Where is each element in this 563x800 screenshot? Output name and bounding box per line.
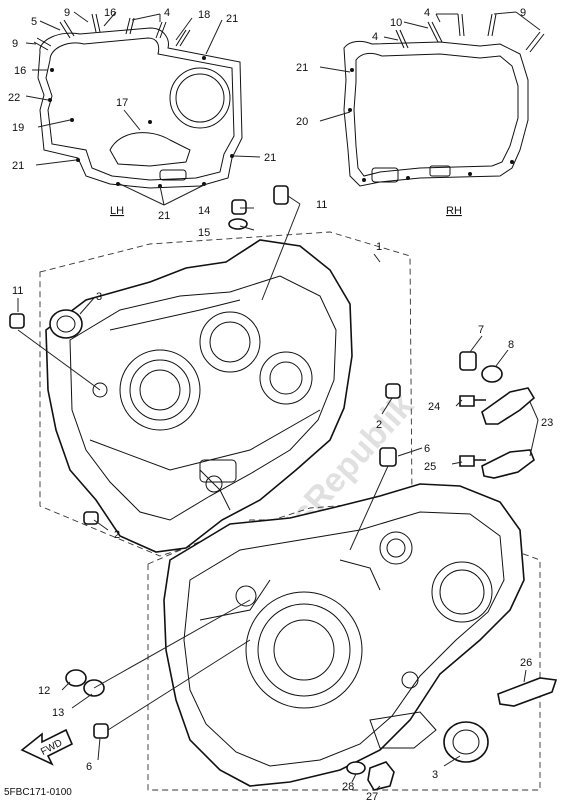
callout-6: 6: [424, 443, 430, 455]
callout-2: 2: [114, 529, 120, 541]
callout-18: 18: [198, 9, 210, 21]
callout-17: 17: [116, 97, 128, 109]
callout-11: 11: [316, 199, 327, 211]
callout-19: 19: [12, 122, 24, 134]
lh-view-label: LH: [110, 205, 124, 217]
callout-2: 2: [376, 419, 382, 431]
dowel-pin-7: [459, 351, 477, 371]
callout-25: 25: [424, 461, 436, 473]
dowel-pin-6: [379, 447, 397, 467]
dowel-pin-11-left: [9, 313, 25, 329]
callout-labels: 5 9 16 4 18 21 9 16 22 17 19 21 21 21 4 …: [8, 7, 553, 800]
dowel-pin-2: [385, 383, 401, 399]
callout-21: 21: [226, 13, 238, 25]
dowel-pin-14: [231, 199, 247, 215]
part-12: [65, 669, 87, 687]
callout-24: 24: [428, 401, 440, 413]
o-ring-8: [481, 365, 503, 383]
callout-20: 20: [296, 116, 308, 128]
callout-21: 21: [296, 62, 308, 74]
callout-5: 5: [31, 16, 37, 28]
callout-21: 21: [264, 152, 276, 164]
bracket-23-lower: [481, 449, 535, 479]
callout-4: 4: [164, 7, 170, 19]
callout-9: 9: [64, 7, 70, 19]
clamp-26: [497, 677, 558, 707]
dowel-pin-11: [273, 185, 289, 205]
dowel-pin-6-lower: [93, 723, 109, 739]
callout-10: 10: [390, 17, 402, 29]
drain-plug-27: [367, 761, 395, 791]
crankcase-left-half: [45, 239, 353, 553]
small-parts: [9, 185, 558, 791]
callout-4: 4: [372, 31, 378, 43]
leader-lines: [17, 11, 541, 791]
callout-8: 8: [508, 339, 514, 351]
callout-9: 9: [12, 38, 18, 50]
callout-16: 16: [14, 65, 26, 77]
rh-gasket-view: [343, 13, 545, 187]
callout-14: 14: [198, 205, 210, 217]
dowel-pin-2-lower: [83, 511, 99, 525]
callout-28: 28: [342, 781, 354, 793]
callout-11: 11: [12, 285, 23, 297]
callout-26: 26: [520, 657, 532, 669]
callout-13: 13: [52, 707, 64, 719]
callout-9: 9: [520, 7, 526, 19]
callout-23: 23: [541, 417, 553, 429]
callout-1: 1: [376, 241, 382, 253]
washer-28: [346, 761, 366, 775]
callout-6: 6: [86, 761, 92, 773]
diagram-code: 5FBC171-0100: [4, 787, 72, 798]
callout-21: 21: [158, 210, 170, 222]
rh-view-label: RH: [446, 205, 462, 217]
callout-4: 4: [424, 7, 430, 19]
callout-3: 3: [432, 769, 438, 781]
callout-22: 22: [8, 92, 20, 104]
callout-16: 16: [104, 7, 116, 19]
callout-7: 7: [478, 324, 484, 336]
bolt-25: [459, 455, 486, 467]
bracket-23-upper: [481, 387, 536, 425]
lh-gasket-view: [33, 13, 243, 189]
crankcase-right-half: [163, 483, 525, 787]
bolt-24: [459, 395, 486, 407]
lower-case-group-outline: [147, 519, 541, 791]
callout-27: 27: [366, 791, 378, 800]
forward-arrow: FWD: [20, 728, 74, 766]
callout-12: 12: [38, 685, 50, 697]
callout-3: 3: [96, 291, 102, 303]
callout-21: 21: [12, 160, 24, 172]
callout-15: 15: [198, 227, 210, 239]
